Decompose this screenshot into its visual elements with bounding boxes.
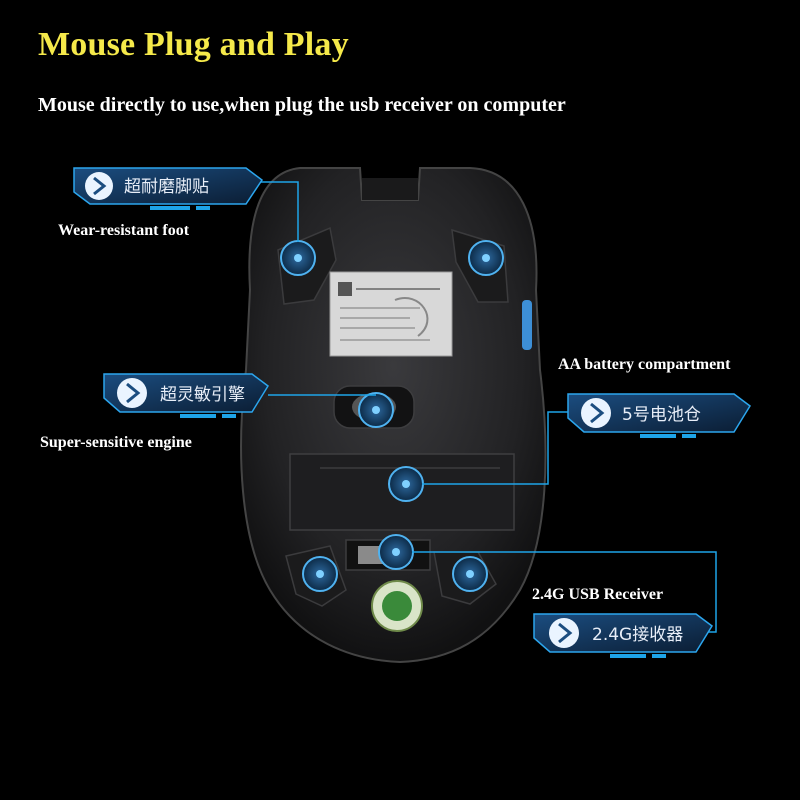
highlight-dot-foot-left (280, 240, 316, 276)
callout-battery: 5号电池仓 (567, 393, 751, 438)
highlight-dot-battery (388, 466, 424, 502)
chevron-right-icon (558, 622, 573, 644)
callout-receiver-label-cn: 2.4G接收器 (592, 625, 683, 645)
chevron-right-icon (126, 382, 141, 404)
callout-receiver-label-en: 2.4G USB Receiver (532, 586, 664, 603)
highlight-dot-foot-right (468, 240, 504, 276)
highlight-dot-foot-bottom-right (452, 556, 488, 592)
page-title: Mouse Plug and Play (38, 26, 349, 63)
product-sticker (329, 271, 453, 357)
highlight-dot-receiver (378, 534, 414, 570)
page-subtitle: Mouse directly to use,when plug the usb … (38, 94, 566, 116)
qc-pass-sticker (371, 580, 423, 632)
callout-engine-label-en: Super-sensitive engine (40, 434, 192, 451)
highlight-dot-foot-bottom-left (302, 556, 338, 592)
highlight-dot-sensor (358, 392, 394, 428)
callout-battery-label-en: AA battery compartment (558, 356, 731, 373)
callout-engine-label-cn: 超灵敏引擎 (160, 385, 245, 405)
callout-engine: 超灵敏引擎 (103, 373, 269, 418)
callout-receiver: 2.4G接收器 (533, 613, 713, 658)
callout-battery-label-cn: 5号电池仓 (622, 405, 701, 425)
callout-foot: 超耐磨脚贴 (73, 167, 264, 210)
chevron-right-icon (93, 176, 107, 196)
callout-foot-label-cn: 超耐磨脚贴 (124, 177, 209, 197)
chevron-right-icon (590, 402, 605, 424)
callout-foot-label-en: Wear-resistant foot (58, 222, 190, 239)
